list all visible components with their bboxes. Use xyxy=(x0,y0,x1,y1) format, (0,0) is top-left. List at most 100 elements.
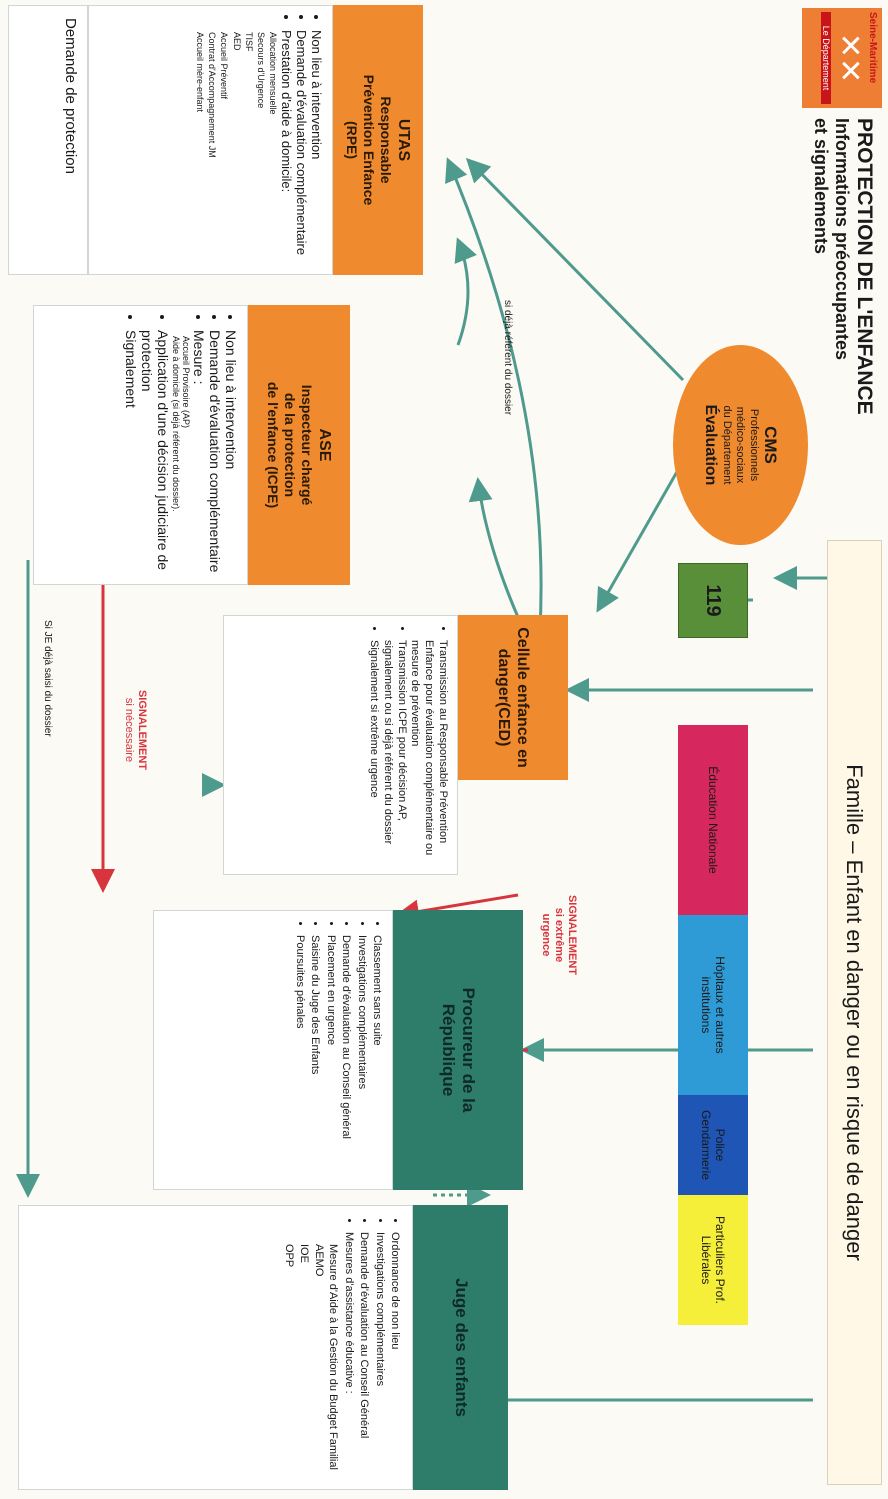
ced-item: Transmission ICPE pour décision AP, sign… xyxy=(380,640,408,864)
ced-list: Transmission au Responsable Prévention E… xyxy=(367,626,450,864)
logo-mark: ✕✕ xyxy=(833,32,866,84)
sig-necessaire-line2: si nécessaire xyxy=(122,697,135,763)
source-hopitaux-label: Hôpitaux et autres institutions xyxy=(699,956,728,1054)
utas-subitem: Accueil mère-enfant xyxy=(195,32,206,113)
ase-sub2: de la protection xyxy=(281,392,298,498)
label-sig-extreme: SIGNALEMENT si extrême urgence xyxy=(538,880,578,990)
ase-item: Non lieu à intervention xyxy=(223,330,239,574)
ced-title: Cellule enfance en danger(CED) xyxy=(495,627,532,768)
source-education-label: Éducation Nationale xyxy=(706,766,721,874)
logo: Seine-Maritime ✕✕ Le Département xyxy=(802,8,882,108)
juge-subitem: OPP xyxy=(282,1244,295,1268)
utas-item: Demande d'évaluation complémentaire xyxy=(294,30,309,264)
ase-header: ASE Inspecteur chargé de la protection d… xyxy=(248,305,350,585)
utas-title: UTAS xyxy=(394,118,412,162)
ase-sub1: Inspecteur chargé xyxy=(298,384,315,506)
ase-body: Non lieu à intervention Demande d'évalua… xyxy=(33,305,248,585)
source-police: Police Gendarmerie xyxy=(678,1095,748,1195)
source-particuliers-label: Particuliers Prof. Libérales xyxy=(699,1215,728,1305)
label-si-deja: si déjà référent du dossier xyxy=(502,300,513,416)
utas-subitem: TISF xyxy=(243,32,254,52)
procureur-title: Procureur de la République xyxy=(439,987,479,1113)
arrow-ced-utas xyxy=(445,157,543,661)
procureur-item: Poursuites pénales xyxy=(292,935,307,1179)
ase-subitem: Aide à domicile (si déjà référent du dos… xyxy=(171,336,181,512)
juge-subitem: IOE xyxy=(297,1244,310,1263)
utas-subitem: Accueil Préventif xyxy=(219,32,230,100)
procureur-list: Classement sans suite Investigations com… xyxy=(292,921,384,1179)
utas-item: Prestation d'aide à domicile: xyxy=(279,30,294,264)
arrow-cms-ced xyxy=(596,469,680,613)
utas-subitem: Contrat d'Accompagnement JM xyxy=(207,32,218,158)
ase-item: Application d'une décision judiciaire de… xyxy=(139,330,171,574)
juge-item: Mesures d'assistance éducative : xyxy=(340,1232,355,1477)
utas-subitem: AED xyxy=(231,32,242,51)
cms-sub3: du Département xyxy=(721,405,734,485)
juge-subitem: Mesure d'Aide à la Gestion du Budget Fam… xyxy=(327,1244,340,1470)
ced-header: Cellule enfance en danger(CED) xyxy=(458,615,568,780)
utas-subitem: Allocation mensuelle xyxy=(268,32,278,115)
cms-sub2: médico-sociaux xyxy=(734,406,747,484)
juge-list: Ordonnance de non lieu Investigations co… xyxy=(340,1218,402,1477)
title-sub1: Informations préoccupantes xyxy=(831,118,852,361)
ase-subitem: Accueil Provisoire (AP) xyxy=(181,336,191,429)
juge-item: Demande d'évaluation au Conseil Général xyxy=(356,1232,371,1477)
title-main: PROTECTION DE L'ENFANCE xyxy=(853,118,876,415)
source-particuliers: Particuliers Prof. Libérales xyxy=(678,1195,748,1325)
utas-list: Non lieu à intervention Demande d'évalua… xyxy=(279,16,324,264)
ase-sub3: de l'enfance (ICPE) xyxy=(265,381,282,509)
cms-title: CMS xyxy=(761,426,781,464)
utas-sub1: Responsable xyxy=(377,96,394,184)
utas-sublist: Allocation mensuelle Secours d'Urgence T… xyxy=(194,16,279,264)
utas-sub2: Prévention Enfance xyxy=(360,74,377,206)
ase-item: Demande d'évaluation complémentaire xyxy=(207,330,223,574)
sig-extreme-line3: urgence xyxy=(539,913,552,957)
ase-list-2: Application d'une décision judiciaire de… xyxy=(123,316,171,574)
ase-sublist: Accueil Provisoire (AP) Aide à domicile … xyxy=(171,316,191,574)
procureur-item: Investigations complémentaires xyxy=(353,935,368,1179)
procureur-item: Saisine du Juge des Enfants xyxy=(307,935,322,1179)
juge-sublist: Mesure d'Aide à la Gestion du Budget Fam… xyxy=(281,1218,340,1477)
procureur-header: Procureur de la République xyxy=(393,910,523,1190)
famille-banner: Famille – Enfant en danger ou en risque … xyxy=(827,540,882,1485)
utas-subitem: Secours d'Urgence xyxy=(255,32,266,109)
juge-item: Investigations complémentaires xyxy=(371,1232,386,1477)
juge-subitem: AEMO xyxy=(312,1244,325,1277)
arrow-cms-utas xyxy=(465,157,685,382)
label-119: 119 xyxy=(702,584,724,617)
juge-body: Ordonnance de non lieu Investigations co… xyxy=(18,1205,413,1490)
sig-necessaire-line1: SIGNALEMENT xyxy=(136,689,148,771)
procureur-item: Classement sans suite xyxy=(369,935,384,1179)
procureur-body: Classement sans suite Investigations com… xyxy=(153,910,393,1190)
ase-item: Signalement xyxy=(123,330,139,574)
cms-ellipse: CMS Professionnels médico-sociaux du Dép… xyxy=(673,345,808,545)
label-si-je: Si JE déjà saisi du dossier xyxy=(42,620,53,737)
ced-item: Signalement si extrême urgence xyxy=(367,640,380,864)
utas-body: Non lieu à intervention Demande d'évalua… xyxy=(88,5,333,275)
ced-item: Transmission au Responsable Prévention E… xyxy=(408,640,450,864)
box-119: 119 xyxy=(678,563,748,638)
famille-label: Famille – Enfant en danger ou en risque … xyxy=(842,764,868,1261)
juge-title: Juge des enfants xyxy=(451,1278,471,1417)
procureur-item: Demande d'évaluation au Conseil général xyxy=(338,935,353,1179)
juge-item: Ordonnance de non lieu xyxy=(387,1232,402,1477)
logo-brand: Seine-Maritime xyxy=(867,12,878,84)
ced-body: Transmission au Responsable Prévention E… xyxy=(223,615,458,875)
ase-list: Non lieu à intervention Demande d'évalua… xyxy=(191,316,239,574)
ase-title: ASE xyxy=(315,428,333,462)
utas-item: Non lieu à intervention xyxy=(309,30,324,264)
utas-demande-box: Demande de protection xyxy=(8,5,88,275)
procureur-item: Placement en urgence xyxy=(322,935,337,1179)
juge-header: Juge des enfants xyxy=(413,1205,508,1490)
ase-item: Mesure : xyxy=(191,330,207,574)
cms-eval: Évaluation xyxy=(702,404,720,486)
utas-demande: Demande de protection xyxy=(62,18,79,174)
source-hopitaux: Hôpitaux et autres institutions xyxy=(678,915,748,1095)
sig-extreme-line2: si extrême xyxy=(552,907,565,963)
utas-header: UTAS Responsable Prévention Enfance (RPE… xyxy=(333,5,423,275)
arrow-ase-utas xyxy=(454,237,477,346)
source-education: Éducation Nationale xyxy=(678,725,748,915)
title-sub2: et signalements xyxy=(811,118,832,255)
label-sig-necessaire: SIGNALEMENT si nécessaire xyxy=(122,670,148,790)
